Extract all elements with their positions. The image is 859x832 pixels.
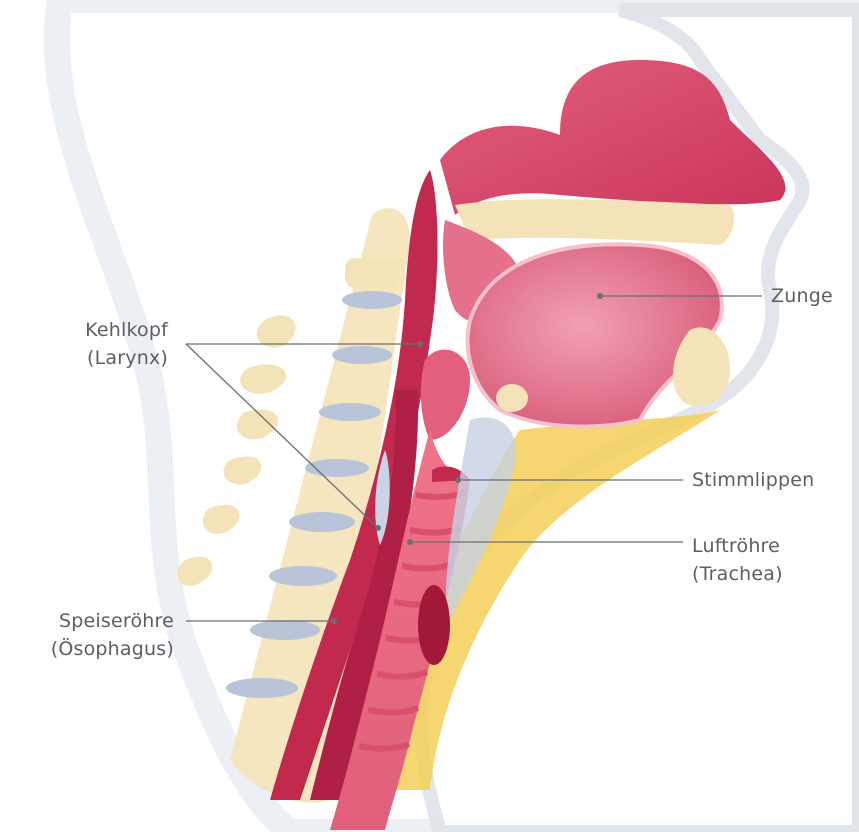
- label-larynx: Kehlkopf (Larynx): [58, 316, 168, 372]
- label-larynx-line2: (Larynx): [58, 344, 168, 372]
- label-esophagus-line2: (Ösophagus): [14, 635, 174, 663]
- label-trachea: Luftröhre (Trachea): [692, 532, 783, 588]
- label-vocal-cords: Stimmlippen: [692, 466, 814, 494]
- label-trachea-line1: Luftröhre: [692, 532, 783, 560]
- label-tongue: Zunge: [771, 282, 833, 310]
- label-vocal-cords-line1: Stimmlippen: [692, 466, 814, 494]
- label-esophagus-line1: Speiseröhre: [14, 607, 174, 635]
- label-trachea-line2: (Trachea): [692, 560, 783, 588]
- leader-larynx-lower: [186, 344, 378, 528]
- label-tongue-line1: Zunge: [771, 282, 833, 310]
- label-esophagus: Speiseröhre (Ösophagus): [14, 607, 174, 663]
- label-larynx-line1: Kehlkopf: [58, 316, 168, 344]
